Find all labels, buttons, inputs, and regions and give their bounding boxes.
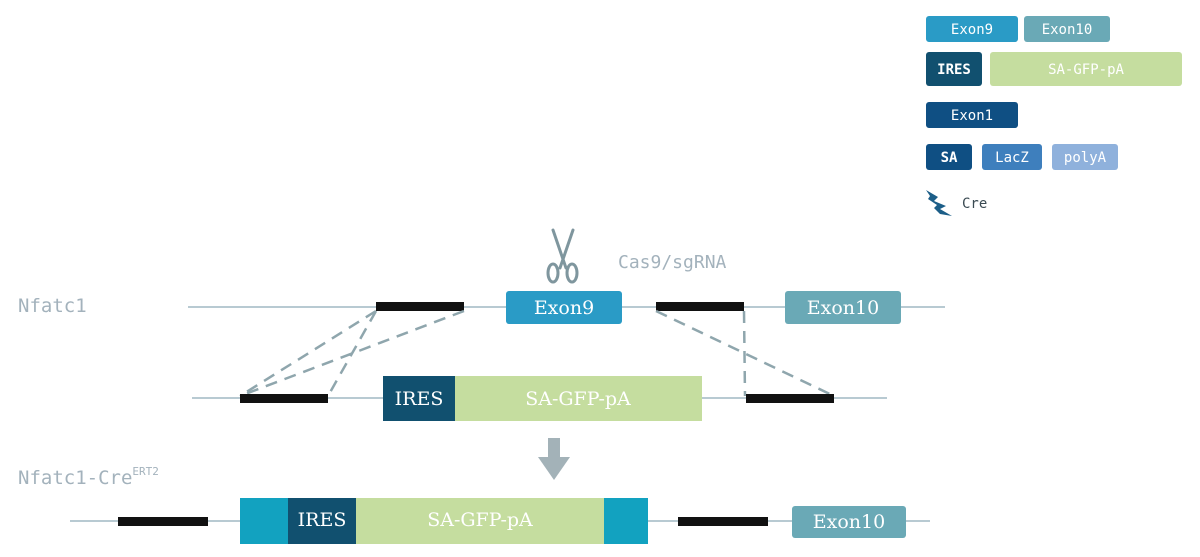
- donor-cassette-label: SA-GFP-pA: [525, 388, 631, 410]
- result-exon9-right-flank: [604, 498, 648, 544]
- legend-cre-label: Cre: [962, 196, 987, 212]
- donor-left-homology-arm: [240, 394, 328, 403]
- legend-exon10-label: Exon10: [1042, 22, 1093, 38]
- crossover-line: [742, 310, 747, 397]
- legend: Exon9 Exon10 IRES SA-GFP-pA Exon1 SA Lac…: [926, 16, 1182, 216]
- legend-exon9-label: Exon9: [951, 22, 993, 38]
- wildtype-exon9: [506, 291, 622, 324]
- result-gene-label: Nfatc1-CreERT2: [18, 465, 159, 489]
- crossover-line: [655, 309, 835, 398]
- wildtype-gene-label: Nfatc1: [18, 295, 87, 317]
- legend-ires-label: IRES: [937, 62, 971, 78]
- donor-ires-box: [383, 376, 455, 421]
- cre-icon: [926, 190, 952, 216]
- result-allele: Nfatc1-CreERT2 IRES SA-GFP-pA Exon10: [18, 465, 930, 544]
- donor-ires-label: IRES: [395, 388, 444, 410]
- legend-sa-gfp-pa-label: SA-GFP-pA: [1048, 62, 1124, 78]
- legend-exon1-label: Exon1: [951, 108, 993, 124]
- result-cassette-label: SA-GFP-pA: [427, 509, 533, 531]
- wildtype-exon10: [785, 291, 901, 324]
- recombination-lines: [239, 309, 835, 398]
- wildtype-exon10-label: Exon10: [807, 297, 879, 319]
- legend-lacz-label: LacZ: [995, 150, 1029, 166]
- wildtype-left-homology-arm: [376, 302, 464, 311]
- wildtype-exon9-label: Exon9: [534, 297, 594, 319]
- wildtype-right-homology-arm: [656, 302, 744, 311]
- legend-sa-label: SA: [941, 150, 958, 166]
- legend-sa-gfp-pa-box: [990, 52, 1182, 86]
- result-ires-label: IRES: [298, 509, 347, 531]
- result-right-homology-arm: [678, 517, 768, 526]
- legend-exon10-box: [1024, 16, 1110, 42]
- result-exon9-left-flank: [240, 498, 288, 544]
- legend-sa-box: [926, 144, 972, 170]
- legend-lacz-box: [982, 144, 1042, 170]
- legend-exon9-box: [926, 16, 1018, 42]
- donor-cassette-box: [455, 376, 702, 421]
- legend-ires-box: [926, 52, 982, 86]
- donor-right-homology-arm: [746, 394, 834, 403]
- result-exon10: [792, 506, 906, 538]
- legend-exon1-box: [926, 102, 1018, 128]
- donor-template: IRES SA-GFP-pA: [192, 376, 887, 421]
- result-ires-box: [288, 498, 356, 544]
- crossover-line: [239, 309, 377, 398]
- legend-polya-label: polyA: [1064, 150, 1107, 166]
- result-cassette-box: [356, 498, 604, 544]
- scissors-icon: [546, 228, 579, 284]
- result-left-homology-arm: [118, 517, 208, 526]
- crossover-line: [326, 310, 378, 397]
- wildtype-allele: Nfatc1 Cas9/sgRNA Exon9 Exon10: [18, 228, 945, 324]
- cas9-sgrna-label: Cas9/sgRNA: [618, 252, 727, 273]
- down-arrow-icon: [538, 438, 570, 480]
- result-exon10-label: Exon10: [813, 511, 885, 533]
- legend-polya-box: [1052, 144, 1118, 170]
